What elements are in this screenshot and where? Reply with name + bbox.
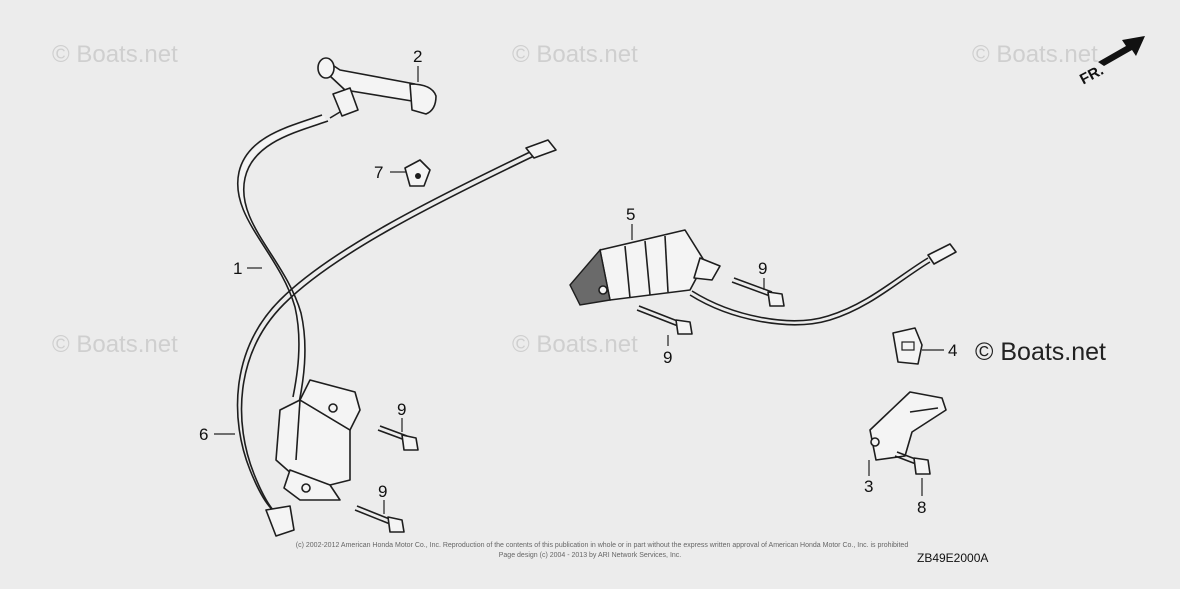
callout-2: 2: [413, 47, 422, 66]
watermark: © Boats.net: [52, 41, 178, 68]
bolt: [894, 451, 931, 475]
cable-clamp: [404, 159, 431, 187]
callout-9: 9: [663, 348, 672, 367]
watermark: © Boats.net: [512, 331, 638, 358]
spark-plug-cap: [317, 57, 437, 119]
stop-wire: [236, 139, 557, 537]
bolt: [354, 505, 405, 533]
brand-watermark: © Boats.net: [975, 338, 1106, 366]
watermark: © Boats.net: [52, 331, 178, 358]
callout-6: 6: [199, 425, 208, 444]
watermark: © Boats.net: [512, 41, 638, 68]
bolt: [636, 305, 693, 335]
copyright-line-1: (c) 2002-2012 American Honda Motor Co., …: [296, 542, 909, 549]
bolt: [377, 425, 419, 451]
callout-9: 9: [758, 259, 767, 278]
callout-7: 7: [374, 163, 383, 182]
copyright-line-2: Page design (c) 2004 - 2013 by ARI Netwo…: [499, 552, 682, 559]
wire-grommet: [892, 327, 923, 365]
callout-4: 4: [948, 341, 957, 360]
ignition-cable: [236, 114, 329, 404]
watermark: © Boats.net: [972, 41, 1098, 68]
callout-8: 8: [917, 498, 926, 517]
bolt: [731, 277, 785, 307]
ignition-coil: [275, 379, 361, 501]
bracket: [869, 391, 947, 461]
callout-5: 5: [626, 205, 635, 224]
exciter-coil: [569, 229, 721, 306]
exciter-wire: [689, 243, 957, 326]
callout-9: 9: [397, 400, 406, 419]
diagram-code: ZB49E2000A: [917, 551, 988, 565]
callout-1: 1: [233, 259, 242, 278]
callout-9: 9: [378, 482, 387, 501]
callout-3: 3: [864, 477, 873, 496]
